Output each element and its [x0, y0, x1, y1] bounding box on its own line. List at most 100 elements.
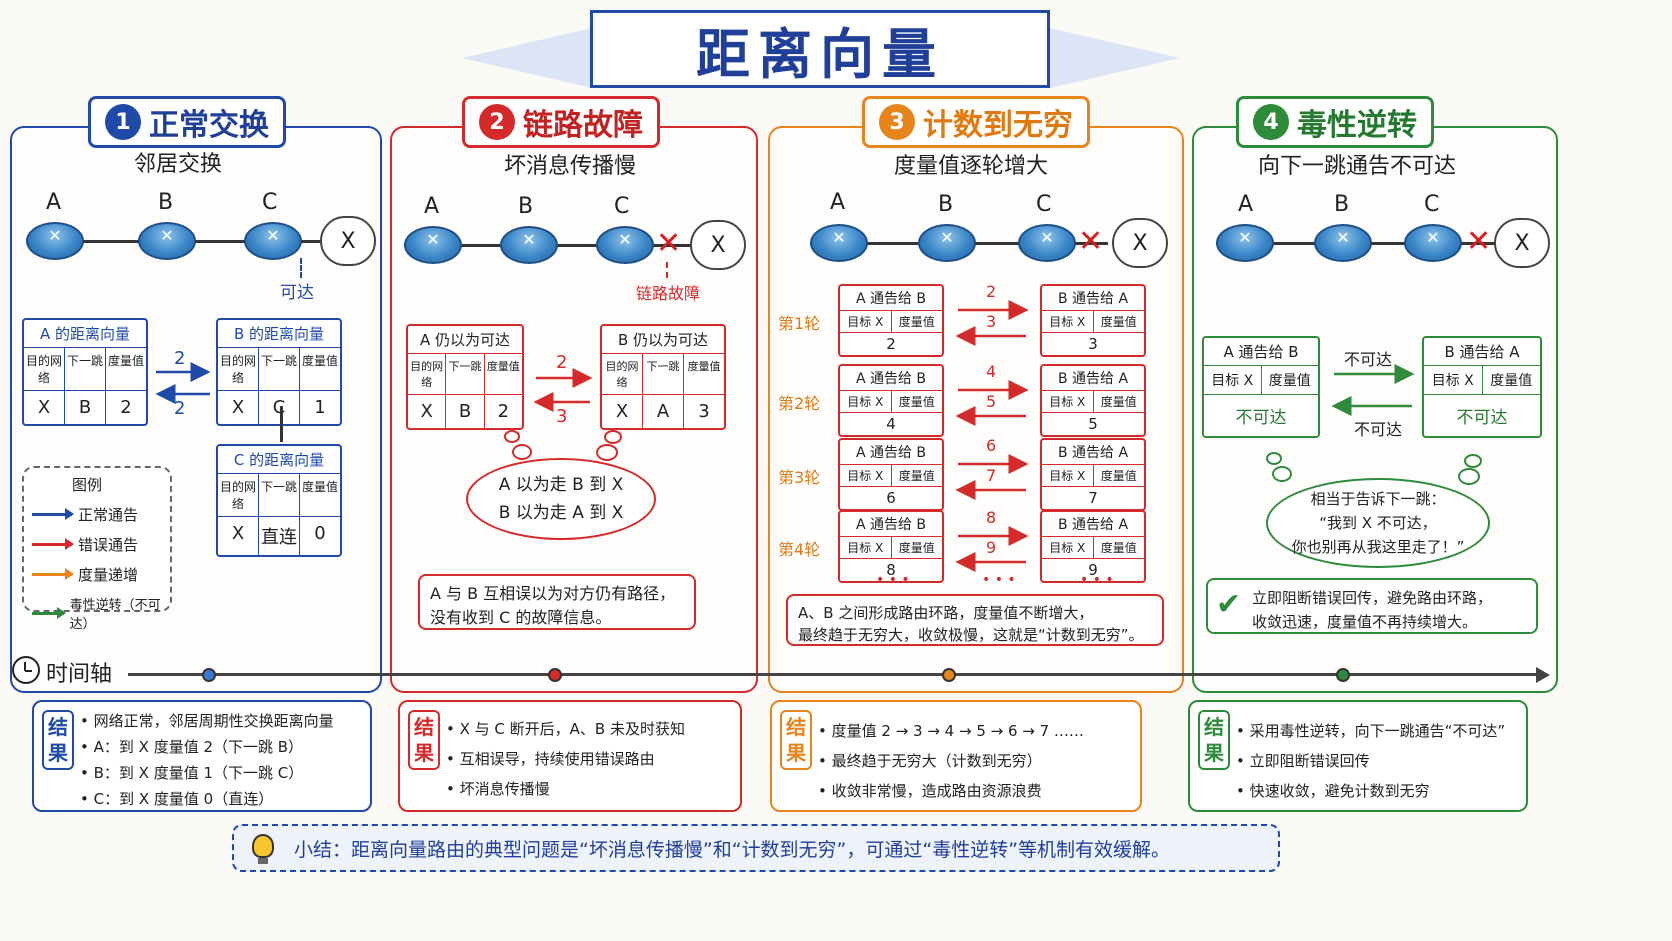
cell: 9 [1042, 558, 1144, 581]
panel4-title: 4 毒性逆转 [1236, 96, 1434, 148]
col-header: 目标 X [1204, 366, 1262, 394]
timeline-dot-3 [942, 668, 956, 682]
panel1-title-text: 正常交换 [149, 108, 269, 143]
p1-arrow-label-1: 2 [174, 348, 186, 369]
legend-label: 正常通告 [78, 506, 139, 524]
col-header: 目的网络 [24, 348, 65, 390]
panel2-number: 2 [479, 104, 515, 140]
summary-text: 小结：距离向量路由的典型问题是“坏消息传播慢”和“计数到无穷”，可通过“毒性逆转… [294, 838, 1171, 861]
cell: B [446, 394, 485, 428]
list-item: • C：到 X 度量值 0（直连） [80, 790, 274, 808]
list-item: • 度量值 2 → 3 → 4 → 5 → 6 → 7 …… [818, 722, 1084, 740]
p3-round-arrows [955, 300, 1029, 346]
col-header: 度量值 [898, 315, 935, 329]
timeline-dot-2 [548, 668, 562, 682]
col-header: 目标 X [840, 537, 892, 558]
p4-arrows [1331, 364, 1415, 416]
legend-item-normal: 正常通告 [32, 504, 162, 525]
p4-node-label-a: A [1238, 192, 1254, 217]
p3-note: A、B 之间形成路由环路，度量值不断增大， 最终趋于无穷大，收敛极慢，这就是“计… [786, 594, 1164, 646]
p1-router-b [138, 222, 196, 260]
p3-round-label: 第4轮 [778, 540, 821, 559]
col-header: 目标 X [1042, 311, 1094, 332]
col-header: 度量值 [1100, 469, 1137, 483]
list-item: • B：到 X 度量值 1（下一跳 C） [80, 764, 304, 782]
result-list: • 网络正常，邻居周期性交换距离向量 • A：到 X 度量值 2（下一跳 B） … [80, 708, 334, 812]
cell: 2 [106, 390, 146, 424]
p3-router-a [810, 224, 868, 262]
p1-reach-dash [300, 258, 302, 278]
list-item: • X 与 C 断开后，A、B 未及时获知 [446, 720, 685, 738]
p1-table-c-title: C 的距离向量 [218, 446, 340, 474]
page-title: 距离向量 [590, 10, 1050, 88]
p3-node-label-a: A [830, 190, 846, 215]
col-header: 度量值 [486, 360, 520, 373]
lightbulb-base [258, 858, 268, 864]
cell: 1 [300, 390, 340, 424]
list-item: • 立即阻断错误回传 [1236, 752, 1370, 770]
cell: X [602, 394, 643, 428]
col-header: 度量值 [301, 480, 338, 494]
p1-reach-label: 可达 [280, 283, 314, 303]
result-list: • X 与 C 断开后，A、B 未及时获知 • 互相误导，持续使用错误路由 • … [446, 714, 685, 804]
cell: 2 [840, 332, 942, 355]
panel4-subtitle: 向下一跳通告不可达 [1258, 154, 1457, 179]
cell: B [65, 390, 106, 424]
panel3-title: 3 计数到无穷 [862, 96, 1090, 148]
col-header: 度量值 [898, 395, 935, 409]
p4-thought-dot [1272, 466, 1292, 482]
panel1-title: 1 正常交换 [88, 96, 286, 148]
p2-network-x-cloud: X [690, 220, 746, 270]
p3-arrow-label-top: 6 [986, 436, 997, 455]
p2-node-label-a: A [424, 194, 440, 219]
cell: X [408, 394, 447, 428]
list-item: • A：到 X 度量值 2（下一跳 B） [80, 738, 304, 756]
p1-node-label-a: A [46, 190, 62, 215]
p4-table-b-value: 不可达 [1424, 394, 1540, 436]
p3-dots-right: • • • [1080, 572, 1114, 588]
col-header: 下一跳 [259, 348, 300, 390]
p3-arrow-label-bottom: 3 [986, 312, 997, 331]
p4-table-a-value: 不可达 [1204, 394, 1318, 436]
col-header: 下一跳 [446, 354, 485, 394]
p3-arrow-label-top: 4 [986, 362, 997, 381]
p4-thought-line-2: “我到 X 不可达， [1319, 514, 1437, 532]
p4-note: ✔ 立即阻断错误回传，避免路由环路， 收敛迅速，度量值不再持续增大。 [1206, 578, 1538, 634]
panel2-title-text: 链路故障 [523, 108, 643, 143]
legend-item-error: 错误通告 [32, 534, 162, 555]
p2-arrows [533, 368, 593, 412]
list-item: • 互相误导，持续使用错误路由 [446, 750, 655, 768]
timeline-arrowhead [1536, 667, 1550, 683]
list-item: • 最终趋于无穷大（计数到无穷） [818, 752, 1042, 770]
table-title: A 通告给 B [840, 366, 942, 391]
table-title: B 通告给 A [1042, 512, 1144, 537]
legend-label: 度量递增 [78, 566, 139, 584]
p2-router-b [500, 226, 558, 264]
col-header: 度量值 [687, 360, 721, 373]
result-box-2: 结果 • X 与 C 断开后，A、B 未及时获知 • 互相误导，持续使用错误路由… [398, 700, 742, 812]
table-title: A 通告给 B [840, 440, 942, 465]
p2-arrow-label-2: 3 [556, 406, 568, 427]
cell: X [218, 390, 259, 424]
p3-dots-left: • • • [876, 572, 910, 588]
col-header: 度量值 [1100, 395, 1137, 409]
legend-box: 图例 正常通告 错误通告 度量递增 毒性逆转（不可达） [22, 466, 172, 632]
p3-round-arrows [955, 380, 1029, 426]
cell: 7 [1042, 486, 1144, 509]
p2-thought-dot [596, 444, 618, 461]
p1-router-a [26, 222, 84, 260]
panel4-number: 4 [1253, 104, 1289, 140]
cell: 5 [1042, 412, 1144, 435]
p4-router-b [1314, 224, 1372, 262]
p4-thought-line-3: 你也别再从我这里走了！” [1291, 538, 1465, 556]
col-header: 目的网络 [218, 348, 259, 390]
banner-ribbon-left [462, 28, 592, 88]
panel3-number: 3 [879, 104, 915, 140]
